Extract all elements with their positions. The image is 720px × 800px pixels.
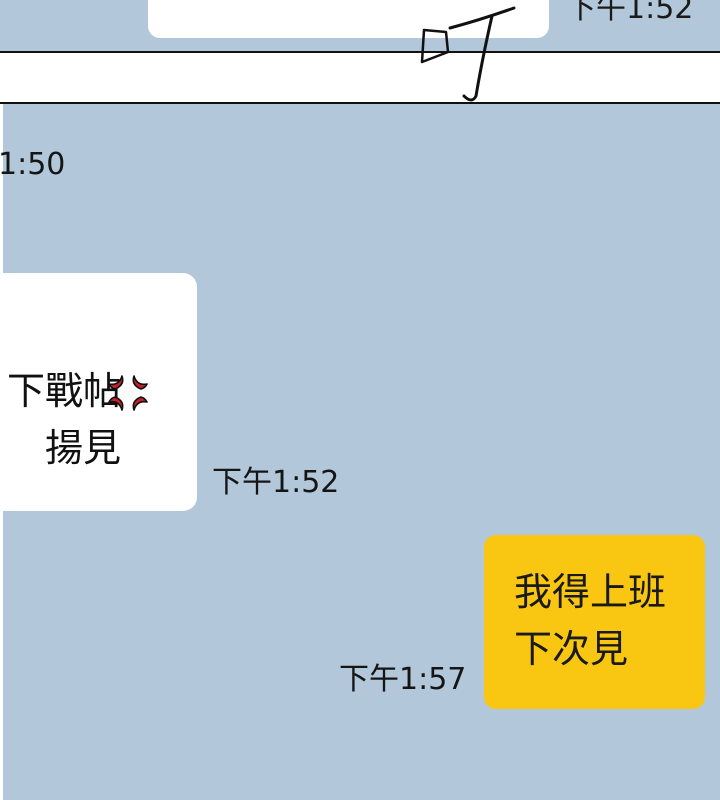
previous-message-time: 下午1:52: [566, 0, 694, 26]
message-text-line: 下戰帖: [6, 369, 121, 413]
message-time: 下午1:52: [212, 465, 340, 500]
panel-border-line: [0, 51, 720, 53]
scribble-drawing: [420, 6, 516, 102]
message-text-line: 揚見: [44, 426, 121, 470]
incoming-message-bubble[interactable]: 下戰帖 揚見: [0, 273, 197, 511]
chat-area[interactable]: 1:50 下戰帖 揚見 下午1:52 下午1:57 我得上班 下次見: [0, 104, 720, 800]
anger-icon: [108, 375, 148, 411]
panel-border-line: [0, 102, 720, 104]
previous-panel: 下午1:52: [0, 0, 720, 104]
message-time: 下午1:57: [339, 662, 467, 697]
message-time: 1:50: [0, 147, 66, 182]
message-text-line: 我得上班: [514, 570, 667, 614]
message-text-line: 下次見: [514, 627, 629, 671]
outgoing-message-bubble[interactable]: 我得上班 下次見: [484, 535, 705, 709]
previous-chat-strip: 下午1:52: [0, 0, 720, 52]
